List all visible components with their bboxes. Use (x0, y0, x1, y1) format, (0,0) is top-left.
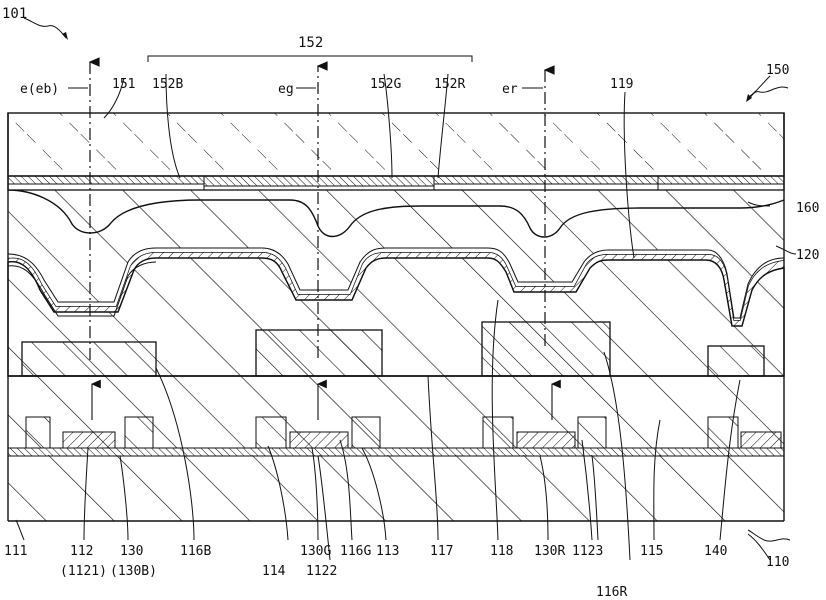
label-tft-130-sub: (130B) (110, 564, 157, 579)
device-pointer (24, 18, 66, 38)
label-filter-red: 152R (434, 77, 465, 92)
interlayer-insulation (8, 376, 784, 448)
label-sealing-substrate: 151 (112, 77, 135, 92)
label-layer-119: 119 (610, 77, 633, 92)
filter-red (434, 176, 784, 184)
anode-blue (22, 342, 156, 376)
label-layer-112: 112 (70, 544, 93, 559)
filter-blue (8, 176, 204, 184)
label-color-filter-group: 152 (298, 35, 323, 51)
label-device: 101 (2, 6, 27, 22)
label-filter-blue: 152B (152, 77, 183, 92)
label-anode-red: 116R (596, 585, 627, 600)
label-layer-1122: 1122 (306, 564, 337, 579)
label-substrate: 111 (4, 544, 27, 559)
label-layer-113: 113 (376, 544, 399, 559)
label-layer-115: 115 (640, 544, 663, 559)
label-tft-green: 130G (300, 544, 331, 559)
label-anode-green: 116G (340, 544, 371, 559)
label-tft-130: 130 (120, 544, 143, 559)
label-layer-112-sub: (1121) (60, 564, 107, 579)
label-layer-120: 120 (796, 248, 819, 263)
label-layer-160: 160 (796, 201, 819, 216)
label-tft-red: 130R (534, 544, 565, 559)
label-panel-110: 110 (766, 555, 789, 570)
label-layer-118: 118 (490, 544, 513, 559)
label-emission-red: er (502, 82, 518, 97)
label-layer-140: 140 (704, 544, 727, 559)
anode-140 (708, 346, 764, 376)
label-emission-green: eg (278, 82, 294, 97)
anode-red (482, 322, 610, 376)
filter-brace (148, 56, 472, 62)
label-layer-117: 117 (430, 544, 453, 559)
sealing-substrate (8, 113, 784, 176)
label-filter-green: 152G (370, 77, 401, 92)
gate-insulator-layer (8, 448, 784, 456)
label-emission-blue: e(eb) (20, 82, 59, 97)
filter-green (204, 176, 434, 186)
label-anode-blue: 116B (180, 544, 211, 559)
label-electrode-114: 114 (262, 564, 286, 579)
anode-green (256, 330, 382, 376)
label-layer-1123: 1123 (572, 544, 603, 559)
sealing-pointer (748, 87, 788, 100)
label-sealing-unit: 150 (766, 63, 789, 78)
